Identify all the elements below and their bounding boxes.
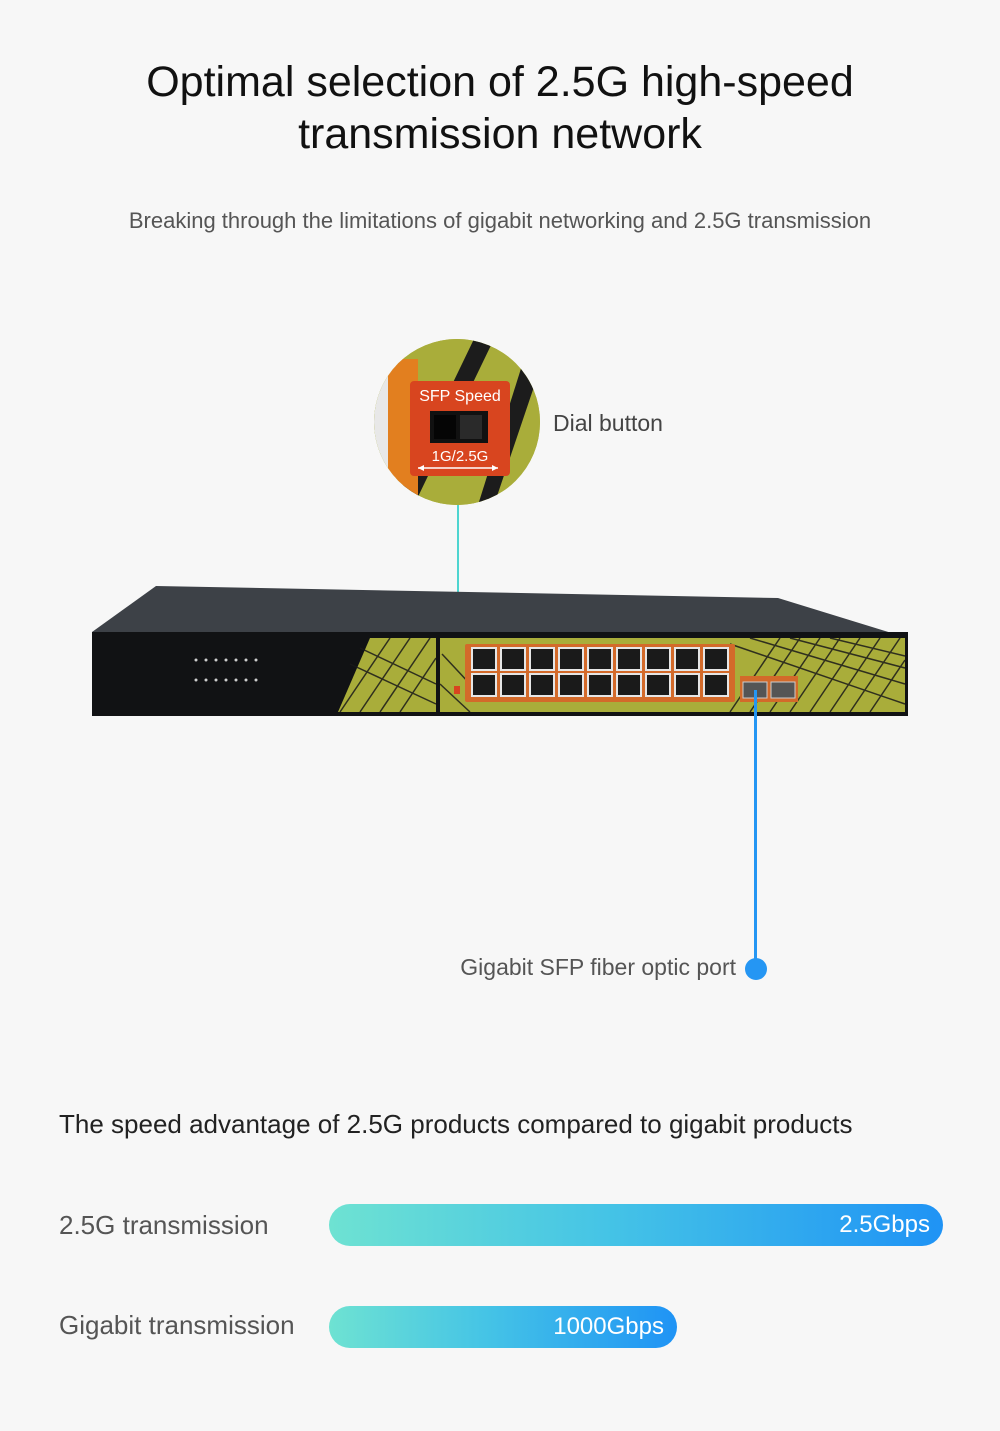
sfp-port-label: Gigabit SFP fiber optic port: [460, 954, 736, 980]
network-switch-image: [92, 586, 908, 716]
dial-button-zoom: SFP Speed 1G/2.5G: [374, 339, 540, 505]
row-label-gigabit: Gigabit transmission: [59, 1310, 295, 1340]
switch-title-text: SFP Speed: [419, 388, 501, 405]
speed-value-2-5g: 2.5Gbps: [839, 1211, 930, 1238]
dial-switch-illustration: SFP Speed 1G/2.5G: [374, 339, 540, 505]
title-line-2: transmission network: [298, 110, 702, 158]
sfp-callout-line: [754, 690, 757, 965]
speed-bar-2-5g: 2.5Gbps: [329, 1204, 943, 1246]
comparison-title: The speed advantage of 2.5G products com…: [59, 1109, 853, 1139]
speed-value-gigabit: 1000Gbps: [553, 1313, 664, 1340]
page-subtitle: Breaking through the limitations of giga…: [128, 208, 872, 233]
sfp-callout-dot: [745, 958, 767, 980]
speed-bar-gigabit: 1000Gbps: [329, 1306, 677, 1348]
switch-options-text: 1G/2.5G: [432, 448, 489, 465]
page-title: Optimal selection of 2.5G high-speed tra…: [0, 56, 1000, 160]
dial-button-label: Dial button: [553, 410, 663, 436]
title-line-1: Optimal selection of 2.5G high-speed: [146, 58, 854, 106]
row-label-2-5g: 2.5G transmission: [59, 1210, 269, 1240]
